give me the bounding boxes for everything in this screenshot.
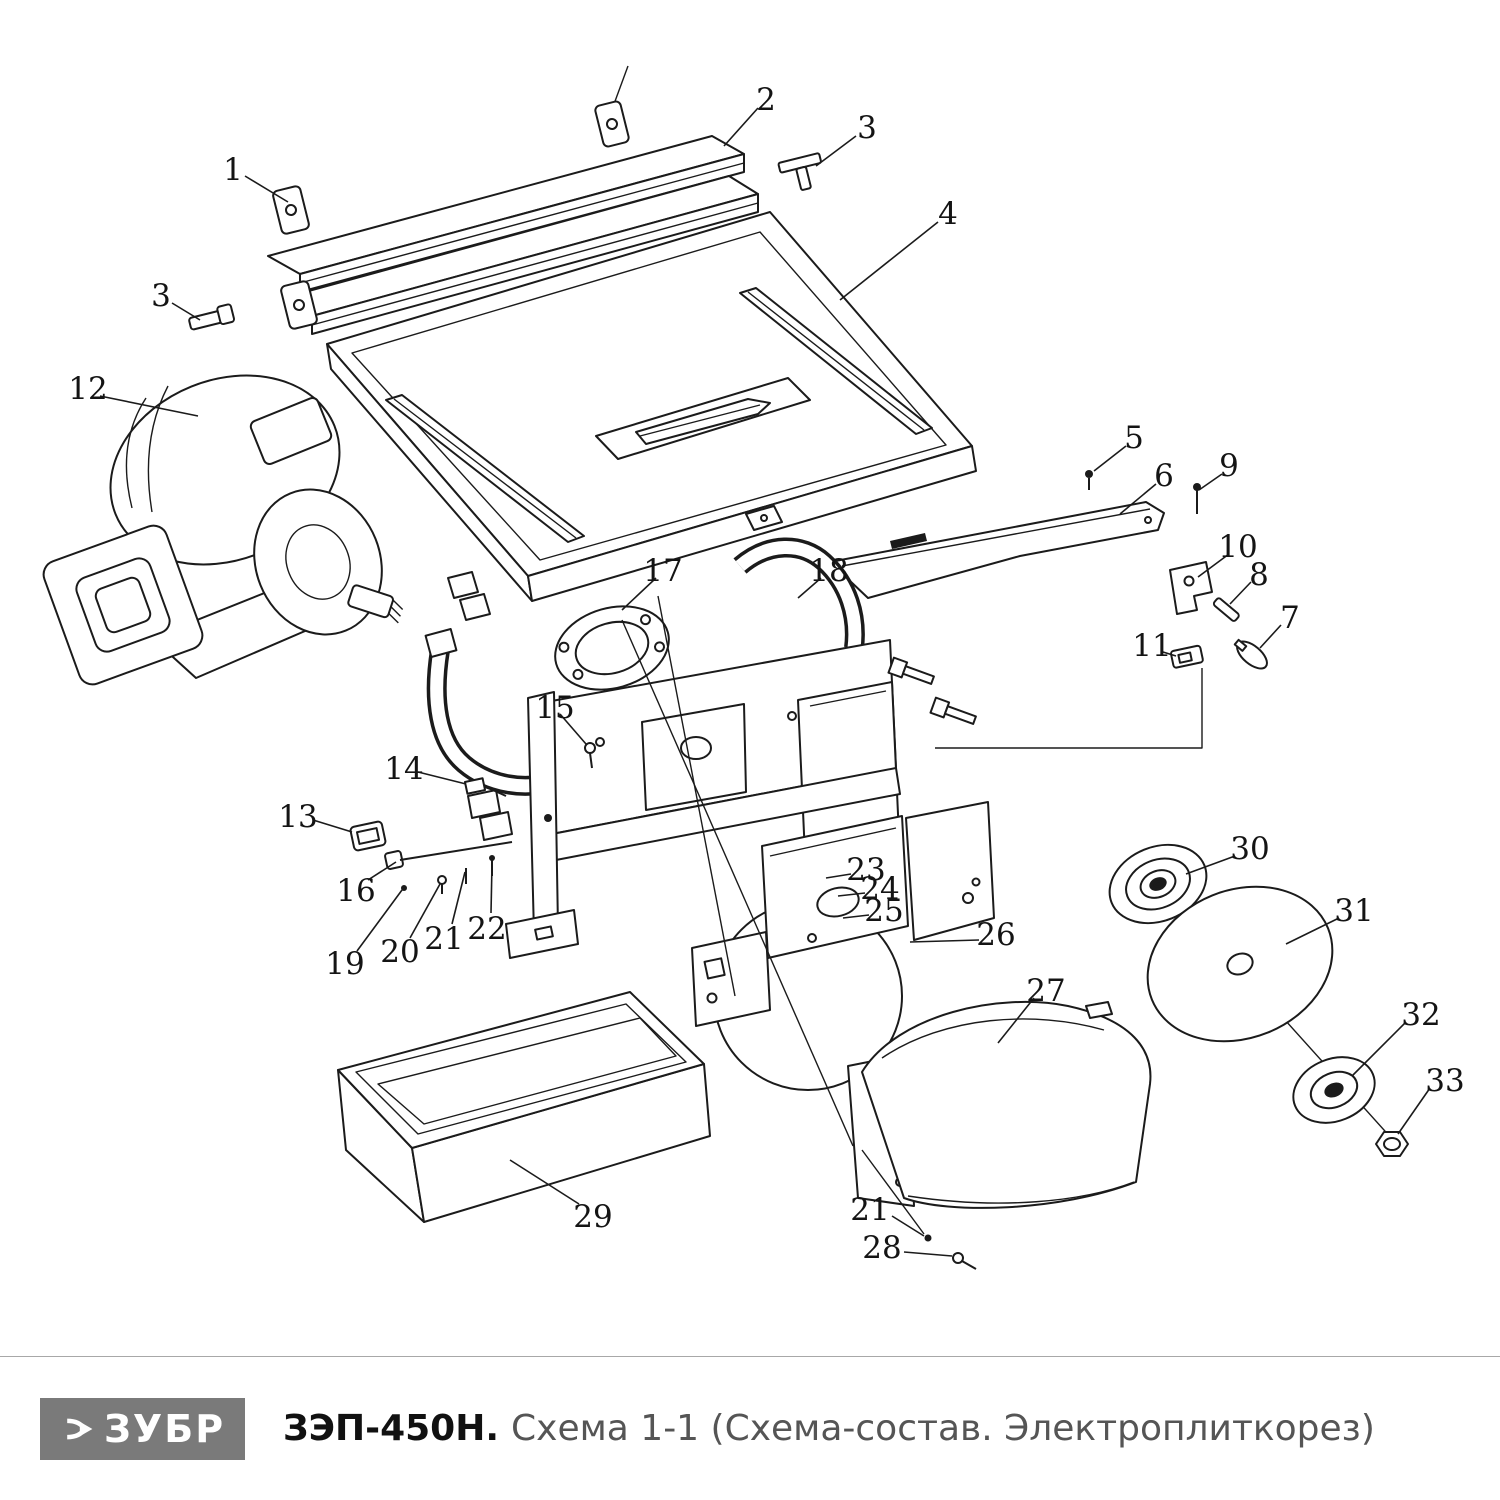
- end-plate: [272, 185, 310, 235]
- inner-flange: [1108, 843, 1208, 925]
- part-label-19: 19: [325, 946, 364, 982]
- part-label-15: 15: [535, 690, 574, 726]
- motor-shaft: [347, 584, 404, 624]
- part-label-6: 6: [1154, 458, 1174, 494]
- brand-logo: ЗУБР: [40, 1397, 245, 1460]
- handle: [1233, 638, 1268, 670]
- end-plate: [280, 280, 318, 330]
- motor-assembly: [42, 374, 404, 686]
- lock-knob: [777, 152, 822, 191]
- figure-caption: ЗЭП-450Н. Схема 1-1 (Схема-состав. Электр…: [283, 1408, 1375, 1449]
- part-label-27: 27: [1026, 973, 1065, 1009]
- diagram-svg: 1 2 3 3 4 5 6 9 10 8 7 11 12 17 18 15 14…: [42, 65, 1465, 1270]
- cutting-disc: [1146, 885, 1334, 1043]
- part-label-5: 5: [1124, 420, 1144, 456]
- angle-guide: [829, 470, 1201, 599]
- arbor-nut: [1375, 1131, 1409, 1157]
- frame-bolt: [887, 656, 935, 685]
- part-label-25: 25: [864, 893, 903, 929]
- part-label-13: 13: [278, 799, 317, 835]
- table-top: [326, 211, 977, 621]
- part-label-21a: 21: [424, 921, 463, 957]
- part-label-32: 32: [1401, 997, 1440, 1033]
- brand-name: ЗУБР: [103, 1406, 226, 1451]
- bearing-ring: [554, 605, 670, 691]
- part-label-33: 33: [1425, 1063, 1464, 1099]
- gearbox: [42, 524, 204, 686]
- part-label-4: 4: [938, 196, 958, 232]
- exploded-diagram: 1 2 3 3 4 5 6 9 10 8 7 11 12 17 18 15 14…: [42, 65, 1465, 1270]
- part-label-3b: 3: [151, 278, 171, 314]
- part-label-31: 31: [1334, 893, 1373, 929]
- stop-bracket-group: [1169, 561, 1268, 670]
- part-label-18: 18: [809, 553, 848, 589]
- part-label-28: 28: [862, 1230, 901, 1266]
- zubr-arrow-icon: [67, 1418, 93, 1439]
- rail-plate: [594, 100, 630, 148]
- footer: ЗУБР ЗЭП-450Н. Схема 1-1 (Схема-состав. Э…: [0, 1357, 1500, 1500]
- blade-guard: [847, 1000, 1152, 1270]
- part-label-21b: 21: [850, 1192, 889, 1228]
- model-number: ЗЭП-450Н.: [283, 1408, 500, 1449]
- part-label-1: 1: [223, 152, 243, 188]
- part-label-8: 8: [1249, 557, 1269, 593]
- part-label-20: 20: [380, 934, 419, 970]
- mount-box-group: [691, 801, 995, 1091]
- assembly-axis-lines: [621, 595, 1203, 1147]
- schema-title: Схема 1-1 (Схема-состав. Электроплиткоре…: [511, 1408, 1375, 1449]
- part-label-24: 24: [860, 871, 899, 907]
- leader-lines: [99, 107, 1431, 1257]
- part-label-3a: 3: [857, 110, 877, 146]
- clamp-block: [349, 820, 387, 852]
- wing-bolt: [188, 303, 236, 331]
- part-label-22: 22: [467, 911, 506, 947]
- part-label-11: 11: [1132, 628, 1171, 664]
- frame-bolt: [929, 696, 977, 725]
- part-label-7: 7: [1280, 600, 1300, 636]
- part-label-17: 17: [643, 553, 682, 589]
- part-label-23: 23: [846, 852, 885, 888]
- pin: [1212, 597, 1240, 622]
- clip: [1170, 644, 1204, 669]
- part-label-29: 29: [573, 1199, 612, 1235]
- part-label-10: 10: [1218, 529, 1257, 565]
- part-label-26: 26: [976, 917, 1015, 953]
- part-label-30: 30: [1230, 831, 1269, 867]
- fence-rail-assembly: [188, 65, 822, 335]
- part-label-9: 9: [1219, 448, 1239, 484]
- part-label-14: 14: [384, 751, 423, 787]
- footer-divider: [0, 1356, 1500, 1357]
- part-label-12: 12: [68, 371, 107, 407]
- frame-weldment: [349, 537, 977, 959]
- part-label-2: 2: [756, 82, 776, 118]
- part-label-16: 16: [336, 873, 375, 909]
- part-labels: 1 2 3 3 4 5 6 9 10 8 7 11 12 17 18 15 14…: [68, 82, 1464, 1266]
- water-tray: [337, 991, 711, 1223]
